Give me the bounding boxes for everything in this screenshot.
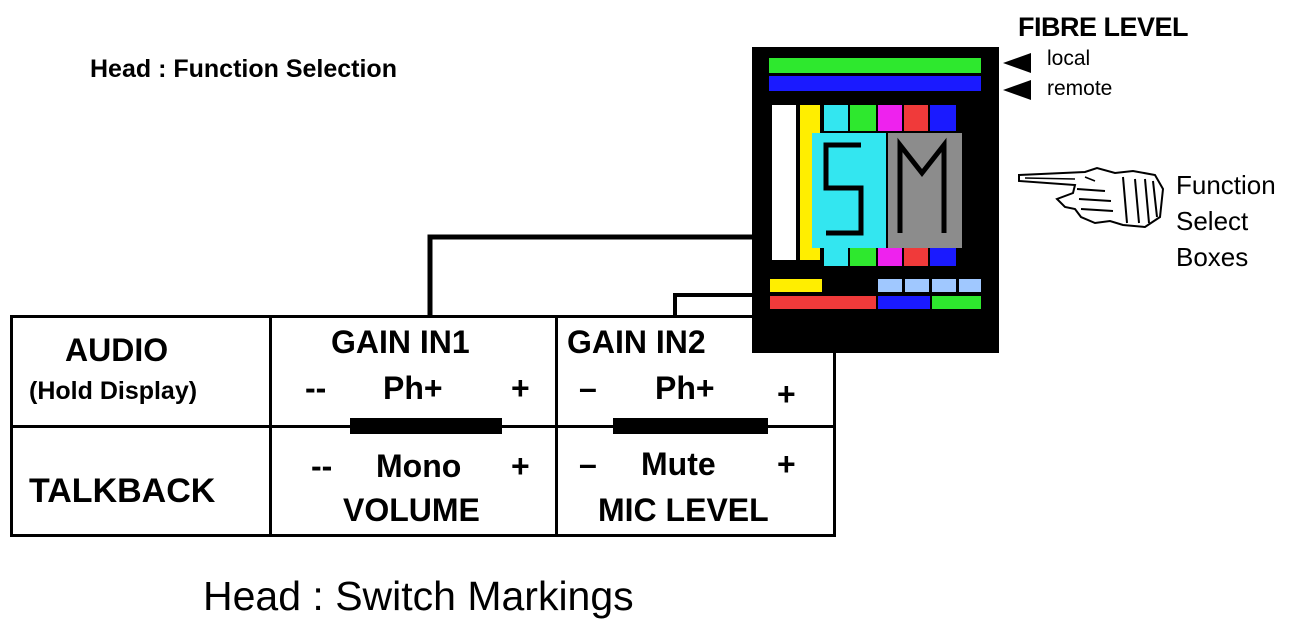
lower-lightblue-3 xyxy=(932,279,956,292)
footer-caption: Head : Switch Markings xyxy=(203,573,634,619)
top-blue-block xyxy=(930,105,956,131)
display-panel xyxy=(752,47,999,353)
fibre-remote-bar xyxy=(769,76,981,91)
top-magenta-block xyxy=(878,105,902,131)
top-green-block xyxy=(850,105,876,131)
volume-plus: + xyxy=(511,448,530,484)
gain-in2-phantom: Ph+ xyxy=(655,370,715,406)
gain-in1-minus: -- xyxy=(305,370,327,406)
lower-green-bar xyxy=(932,296,981,309)
mic-minus: – xyxy=(579,446,597,482)
lower-red-bar xyxy=(770,296,876,309)
letter-m-glyph xyxy=(897,137,947,233)
bottom-red-block xyxy=(904,248,928,266)
audio-label: AUDIO xyxy=(65,332,169,368)
mic-level-label: MIC LEVEL xyxy=(598,492,769,528)
connector-line-gain2 xyxy=(673,293,755,317)
function-select-label-2: Select xyxy=(1176,206,1249,236)
gain-in2-switch-bar xyxy=(613,418,768,434)
white-strip xyxy=(772,105,796,260)
lower-lightblue-1 xyxy=(878,279,902,292)
top-cyan-block xyxy=(824,105,848,131)
lower-yellow-bar xyxy=(770,279,822,292)
switch-markings-table: AUDIO (Hold Display) GAIN IN1 -- Ph+ + G… xyxy=(10,315,836,537)
gain-in2-plus: + xyxy=(777,376,796,412)
function-select-label-3: Boxes xyxy=(1176,242,1249,272)
connector-line-gain1 xyxy=(427,234,755,317)
lower-blue-bar xyxy=(878,296,930,309)
gain-in2-title: GAIN IN2 xyxy=(567,324,706,360)
mono-label: Mono xyxy=(376,448,462,484)
gain-in2-minus: – xyxy=(579,370,597,406)
lower-lightblue-4 xyxy=(959,279,981,292)
talkback-label: TALKBACK xyxy=(29,472,216,510)
pointing-hand-icon xyxy=(1018,166,1165,229)
fibre-local-label: local xyxy=(1047,47,1091,70)
bottom-green-block xyxy=(850,248,876,266)
gain-in1-switch-bar xyxy=(350,418,502,434)
function-select-label-1: Function xyxy=(1176,170,1276,200)
bottom-magenta-block xyxy=(878,248,902,266)
volume-minus: -- xyxy=(311,448,333,484)
hold-display-label: (Hold Display) xyxy=(29,377,198,405)
gain-in1-phantom: Ph+ xyxy=(383,370,443,406)
gain-in1-title: GAIN IN1 xyxy=(331,324,470,360)
bottom-blue-block xyxy=(930,248,956,266)
fibre-local-bar xyxy=(769,58,981,73)
lower-lightblue-2 xyxy=(905,279,929,292)
mute-label: Mute xyxy=(641,446,716,482)
bottom-cyan-block xyxy=(824,248,848,266)
volume-label: VOLUME xyxy=(343,492,480,528)
mic-plus: + xyxy=(777,446,796,482)
top-red-block xyxy=(904,105,928,131)
gain-in1-plus: + xyxy=(511,370,530,406)
diagram-title: Head : Function Selection xyxy=(90,55,397,83)
remote-arrow-icon xyxy=(1003,80,1031,100)
letter-s-glyph xyxy=(823,142,864,236)
fibre-remote-label: remote xyxy=(1047,77,1113,100)
local-arrow-icon xyxy=(1003,53,1031,73)
fibre-level-title: FIBRE LEVEL xyxy=(1018,12,1189,42)
